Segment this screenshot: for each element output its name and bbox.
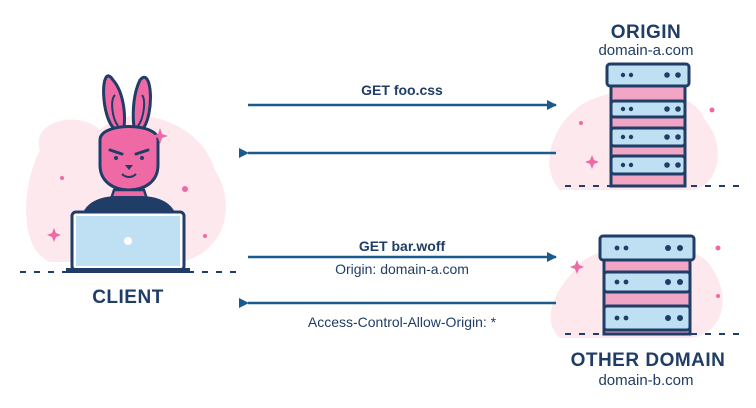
other-domain-domain: domain-b.com: [598, 372, 694, 389]
origin-sparkles: [579, 107, 715, 169]
origin-domain: domain-a.com: [598, 42, 694, 59]
client-label: CLIENT: [92, 287, 164, 308]
request2-header-label: Origin: domain-a.com: [335, 261, 469, 277]
origin-title: ORIGIN: [610, 22, 682, 43]
request2-label: GET bar.woff: [358, 238, 446, 254]
laptop-icon: [66, 210, 190, 273]
other-domain-title: OTHER DOMAIN: [570, 350, 726, 371]
other-sparkles: [570, 245, 721, 298]
client-avatar: [82, 74, 176, 215]
origin-server-icon: [605, 62, 691, 188]
request1-label: GET foo.css: [361, 82, 443, 98]
client-sparkles: [47, 128, 207, 242]
response2-header-label: Access-Control-Allow-Origin: *: [307, 314, 497, 330]
other-server-icon: [598, 234, 696, 336]
